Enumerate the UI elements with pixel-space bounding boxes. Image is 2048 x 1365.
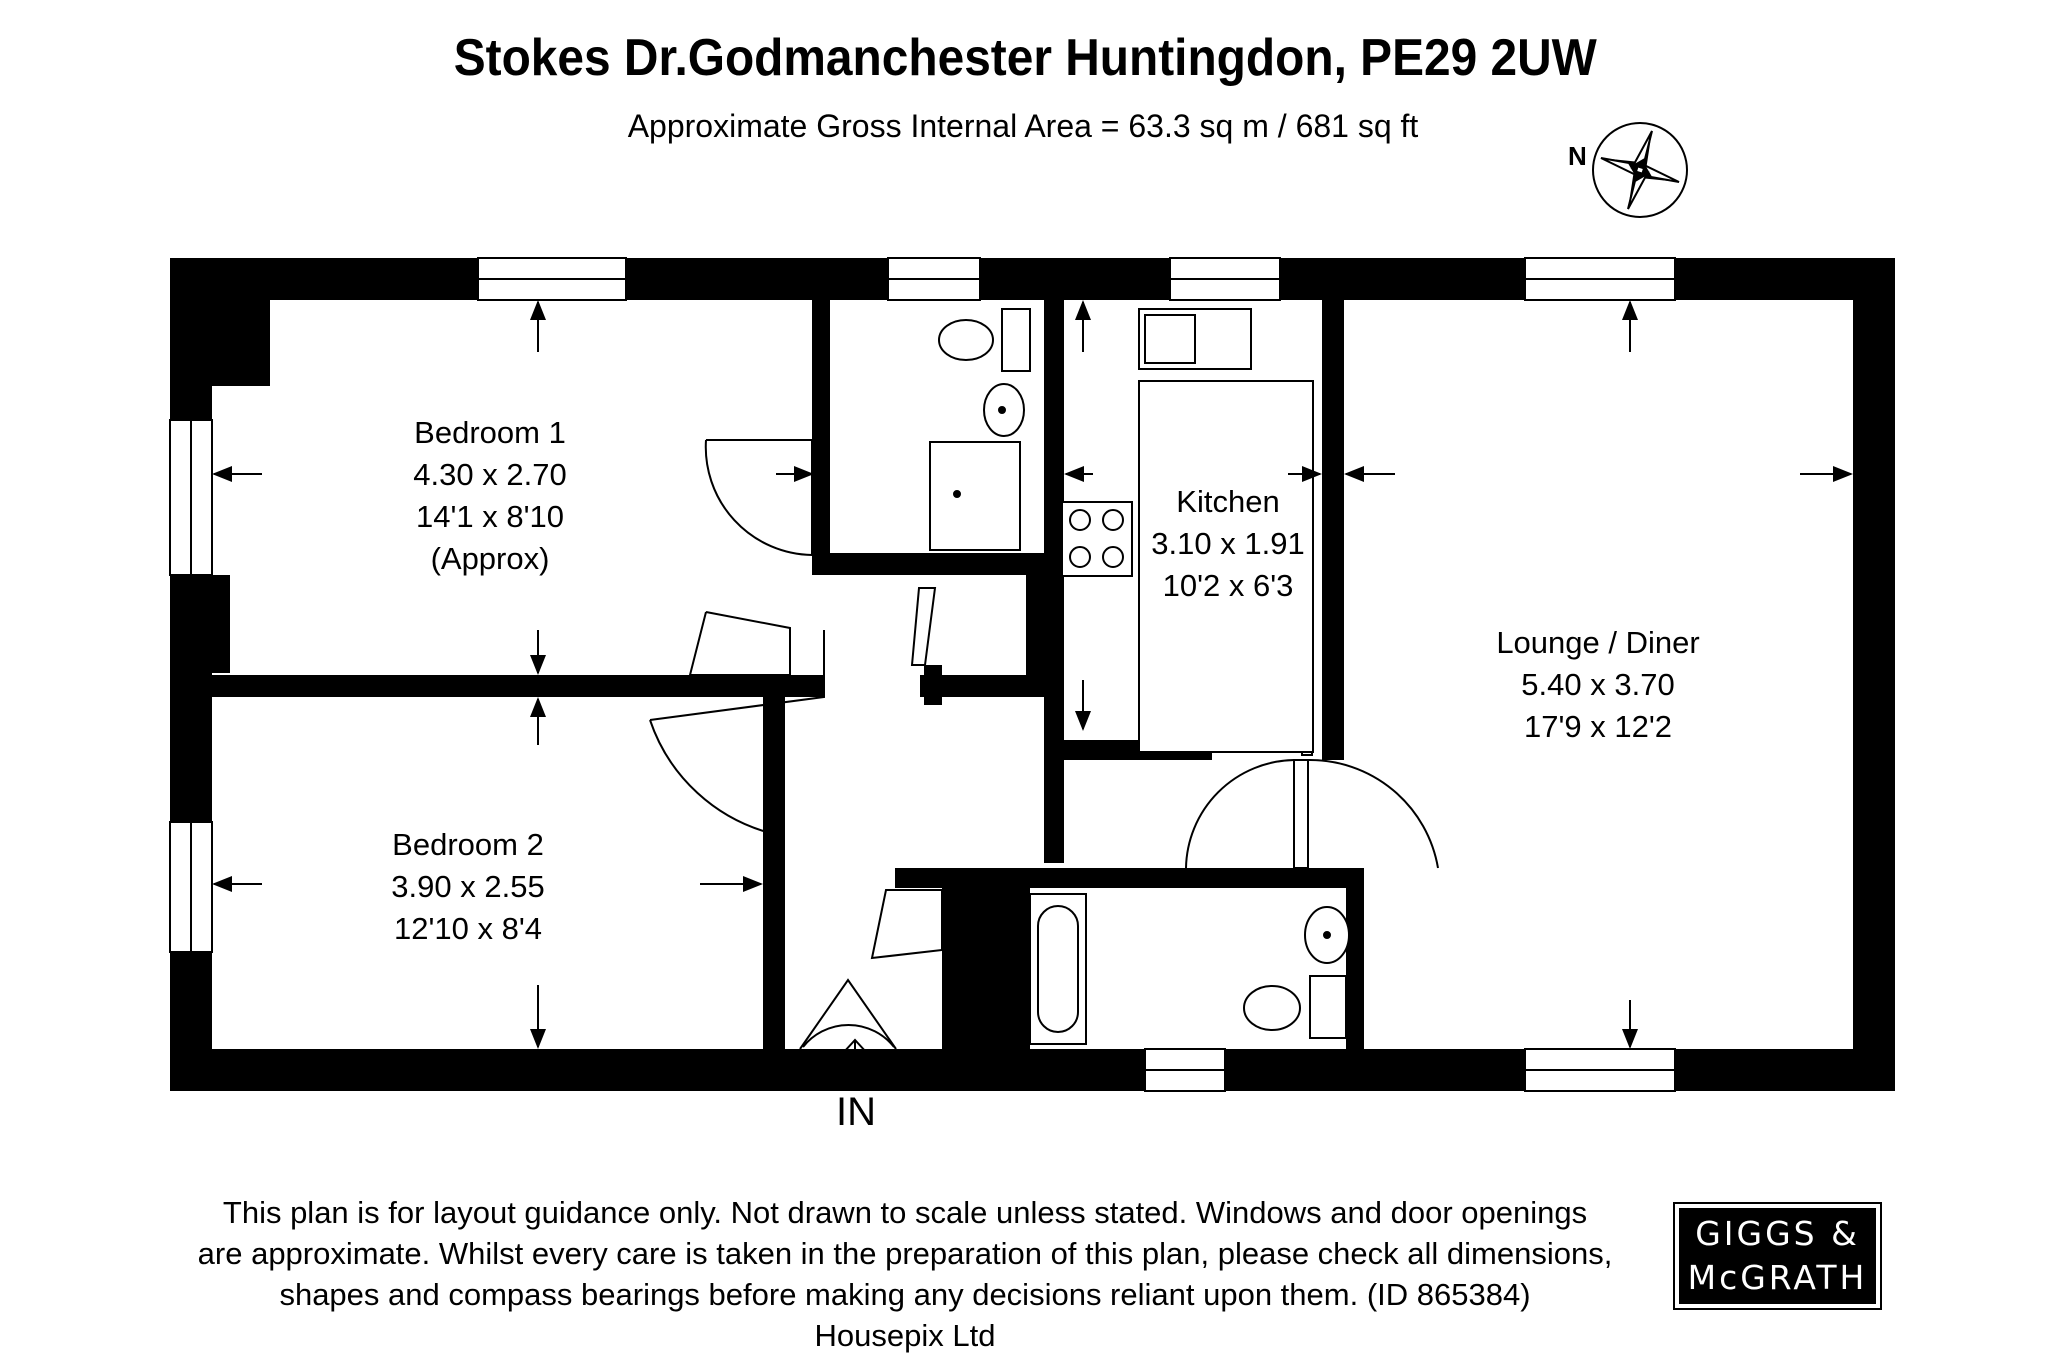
kitchen-metric: 3.10 x 1.91	[1151, 526, 1304, 561]
bedroom1-metric: 4.30 x 2.70	[413, 457, 566, 492]
agency-logo: GIGGS & McGRATH	[1673, 1202, 1882, 1310]
area-subtitle: Approximate Gross Internal Area = 63.3 s…	[627, 108, 1419, 144]
compass-rose-icon: N	[1568, 122, 1688, 218]
lounge-metric: 5.40 x 3.70	[1521, 667, 1674, 702]
interior-walls	[212, 300, 1364, 1049]
logo-line-1: GIGGS &	[1695, 1214, 1860, 1253]
disclaimer-text: This plan is for layout guidance only. N…	[150, 1192, 1660, 1356]
kitchen-name: Kitchen	[1176, 484, 1279, 519]
windows	[169, 257, 1676, 1092]
room-kitchen: Kitchen 3.10 x 1.91 10'2 x 6'3	[1151, 484, 1304, 603]
room-bedroom-2: Bedroom 2 3.90 x 2.55 12'10 x 8'4	[391, 827, 544, 946]
kitchen-fixtures	[1061, 308, 1314, 753]
ensuite-fixtures	[929, 308, 1031, 551]
bedroom1-note: (Approx)	[431, 541, 550, 576]
disclaimer-line-1: This plan is for layout guidance only. N…	[222, 1195, 1588, 1230]
entrance-label: IN	[836, 1090, 876, 1134]
bedroom2-imperial: 12'10 x 8'4	[394, 911, 542, 946]
entrance-arrow	[842, 1038, 868, 1085]
kitchen-imperial: 10'2 x 6'3	[1163, 568, 1294, 603]
lounge-imperial: 17'9 x 12'2	[1524, 709, 1672, 744]
disclaimer-line-2: are approximate. Whilst every care is ta…	[197, 1236, 1613, 1271]
dimension-arrows	[212, 300, 1853, 1049]
shower-icon	[929, 441, 1021, 551]
bedroom1-imperial: 14'1 x 8'10	[416, 499, 564, 534]
disclaimer-line-3: shapes and compass bearings before makin…	[279, 1277, 1531, 1312]
plan-title: Stokes Dr.Godmanchester Huntingdon, PE29…	[453, 29, 1597, 87]
bedroom1-name: Bedroom 1	[414, 415, 566, 450]
room-bedroom-1: Bedroom 1 4.30 x 2.70 14'1 x 8'10 (Appro…	[413, 415, 566, 576]
bathroom-fixtures	[1029, 893, 1350, 1045]
logo-line-2: McGRATH	[1687, 1258, 1868, 1297]
room-lounge-diner: Lounge / Diner 5.40 x 3.70 17'9 x 12'2	[1496, 625, 1699, 744]
bedroom2-metric: 3.90 x 2.55	[391, 869, 544, 904]
lounge-name: Lounge / Diner	[1496, 625, 1699, 660]
toilet-icon	[938, 319, 994, 361]
bathroom-toilet-icon	[1243, 985, 1301, 1031]
compass-north-label: N	[1568, 141, 1587, 171]
bedroom2-name: Bedroom 2	[392, 827, 544, 862]
disclaimer-line-4: Housepix Ltd	[814, 1318, 996, 1353]
